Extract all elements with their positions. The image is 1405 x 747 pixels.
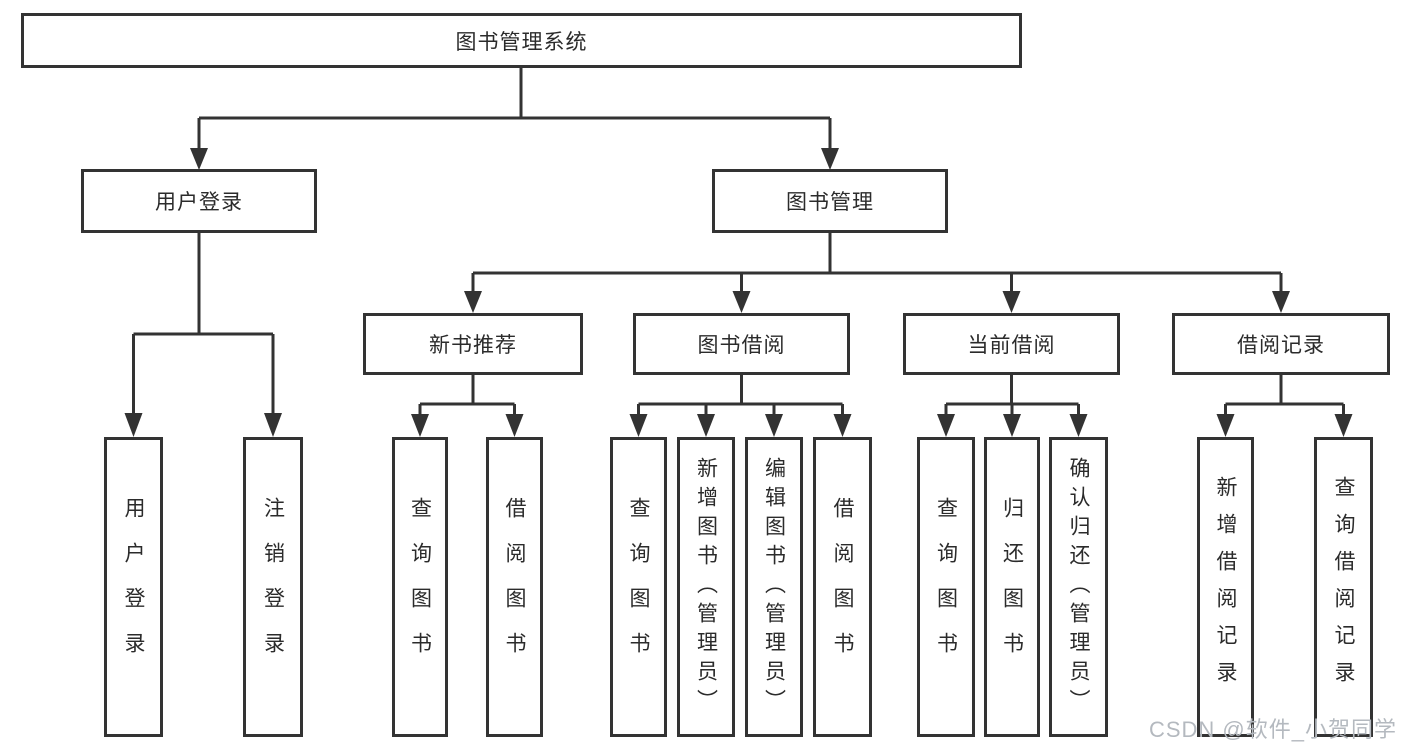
leaf-confirm-return-admin: 确认归还（管理员） [1049,437,1108,737]
leaf-query-books-2: 查询图书 [610,437,667,737]
node-current-borrowing: 当前借阅 [903,313,1120,375]
leaf-query-borrow-record: 查询借阅记录 [1314,437,1373,737]
node-root-system: 图书管理系统 [21,13,1022,68]
node-current-borrowing-label: 当前借阅 [967,334,1056,357]
leaf-query-books-3: 查询图书 [917,437,975,737]
edges-borrow-record-group [1216,375,1353,437]
leaf-edit-books-admin-label: 编辑图书（管理员） [762,456,786,718]
leaf-user-login: 用户登录 [104,437,163,737]
edges-user-login-to-leaves [124,233,282,437]
node-user-login: 用户登录 [81,169,317,233]
node-book-borrowing-label: 图书借阅 [697,334,786,357]
node-book-borrowing: 图书借阅 [633,313,850,375]
leaf-query-books-1-label: 查询图书 [408,497,432,677]
leaf-add-borrow-record: 新增借阅记录 [1197,437,1254,737]
leaf-borrow-books-2-label: 借阅图书 [831,497,854,677]
node-new-book-recommend-label: 新书推荐 [429,334,517,357]
edges-book-mgmt-to-level3 [464,233,1290,313]
node-user-login-label: 用户登录 [155,191,243,214]
leaf-query-borrow-record-label: 查询借阅记录 [1332,476,1355,698]
leaf-logout-label: 注销登录 [261,497,285,677]
node-borrowing-records-label: 借阅记录 [1237,334,1325,357]
leaf-return-books-label: 归还图书 [1000,497,1024,677]
leaf-user-login-label: 用户登录 [122,497,145,677]
node-borrowing-records: 借阅记录 [1172,313,1390,375]
leaf-borrow-books-1: 借阅图书 [486,437,543,737]
edges-current-borrow-group [937,375,1088,437]
edges-new-book-group [411,375,524,437]
edges-root-to-level2 [190,68,839,170]
node-book-management-label: 图书管理 [786,191,874,214]
edges-book-borrow-group [629,375,852,437]
leaf-query-books-2-label: 查询图书 [627,497,650,677]
node-root-label: 图书管理系统 [455,30,588,54]
leaf-borrow-books-2: 借阅图书 [813,437,872,737]
node-book-management: 图书管理 [712,169,948,233]
leaf-edit-books-admin: 编辑图书（管理员） [745,437,803,737]
leaf-query-books-3-label: 查询图书 [934,497,958,677]
leaf-logout: 注销登录 [243,437,303,737]
leaf-add-books-admin-label: 新增图书（管理员） [694,456,718,718]
leaf-query-books-1: 查询图书 [392,437,448,737]
leaf-return-books: 归还图书 [984,437,1040,737]
leaf-add-books-admin: 新增图书（管理员） [677,437,735,737]
leaf-add-borrow-record-label: 新增借阅记录 [1214,476,1237,698]
leaf-borrow-books-1-label: 借阅图书 [503,497,526,677]
leaf-confirm-return-admin-label: 确认归还（管理员） [1067,456,1090,718]
node-new-book-recommend: 新书推荐 [363,313,583,375]
csdn-watermark: CSDN @软件_小贺同学 [1148,717,1397,742]
